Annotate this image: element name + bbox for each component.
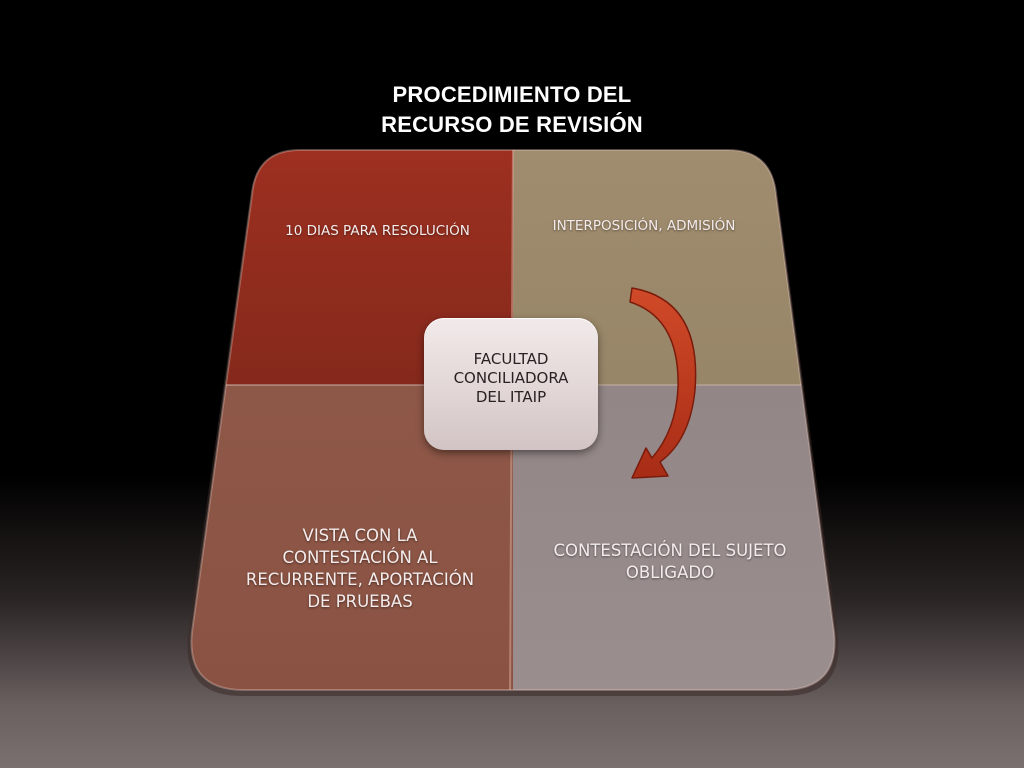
quadrant-bottom-right-line: CONTESTACIÓN DEL SUJETO xyxy=(553,541,787,560)
curved-arrow-icon xyxy=(629,287,697,479)
quadrant-top-right-line: INTERPOSICIÓN, ADMISIÓN xyxy=(552,218,736,234)
quadrant-top-right-label: INTERPOSICIÓN, ADMISIÓN xyxy=(520,218,768,234)
quadrant-bottom-left-line: VISTA CON LA xyxy=(302,526,418,545)
quadrant-top-left-line: 10 DIAS PARA RESOLUCIÓN xyxy=(285,223,470,239)
center-label-line: CONCILIADORA xyxy=(453,369,569,387)
slide-title-line-1: PROCEDIMIENTO DEL xyxy=(392,82,632,107)
quadrant-bottom-right-line: OBLIGADO xyxy=(625,563,715,582)
center-label: FACULTAD CONCILIADORA DEL ITAIP xyxy=(454,350,569,407)
slide-title: PROCEDIMIENTO DEL RECURSO DE REVISIÓN xyxy=(0,80,1024,140)
quadrant-bottom-right-label: CONTESTACIÓN DEL SUJETO OBLIGADO xyxy=(520,540,820,584)
quadrant-bottom-left-line: CONTESTACIÓN AL xyxy=(282,548,438,567)
center-label-line: DEL ITAIP xyxy=(475,388,547,406)
quadrant-bottom-left-line: DE PRUEBAS xyxy=(307,592,413,611)
quadrant-bottom-left-line: RECURRENTE, APORTACIÓN xyxy=(245,570,475,589)
center-box: FACULTAD CONCILIADORA DEL ITAIP xyxy=(424,318,598,450)
quadrant-top-left-label: 10 DIAS PARA RESOLUCIÓN xyxy=(255,223,500,239)
quadrant-bottom-left-label: VISTA CON LA CONTESTACIÓN AL RECURRENTE,… xyxy=(205,525,515,613)
slide-title-line-2: RECURSO DE REVISIÓN xyxy=(381,112,643,137)
center-label-line: FACULTAD xyxy=(473,350,549,368)
